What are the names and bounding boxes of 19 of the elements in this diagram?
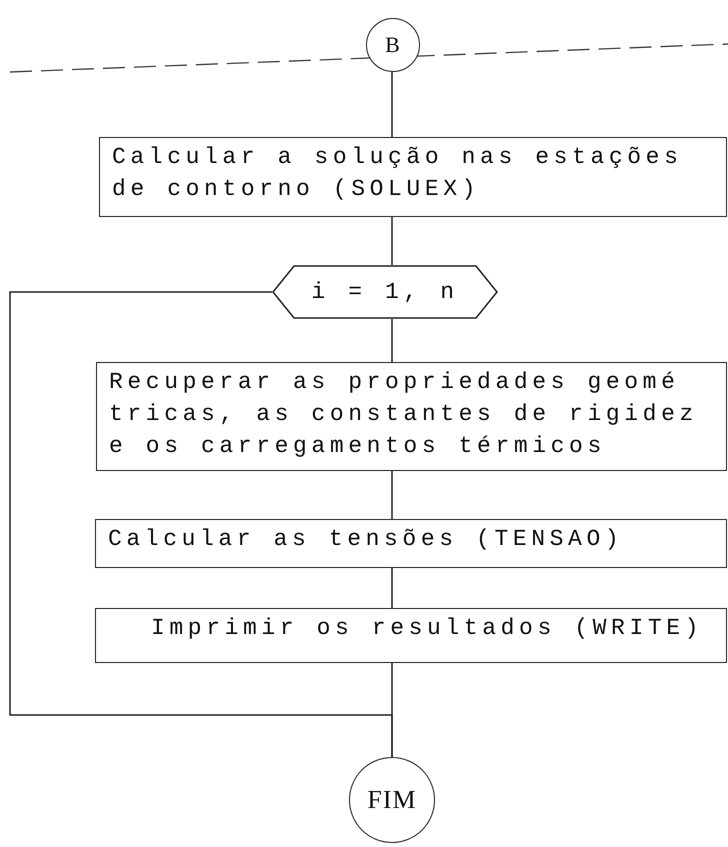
process-box [99, 137, 727, 217]
connector-circle [366, 18, 420, 72]
connector-line [391, 72, 393, 137]
process-box [96, 362, 727, 471]
connector-line [391, 217, 393, 265]
node-text: i = 1, n [311, 278, 459, 307]
node-text: Imprimir os resultados (WRITE) [151, 615, 704, 641]
node-text: Calcular as tensões (TENSAO) [108, 526, 624, 552]
node-text: B [385, 31, 401, 59]
connector-line [391, 568, 393, 608]
loop-hexagon [272, 265, 498, 319]
connector-line [391, 471, 393, 519]
node-text: Calcular a solução nas estações de contorno (SOLUEX) [112, 144, 682, 202]
connector-line [9, 291, 393, 757]
node-text: FIM [367, 784, 417, 816]
connector-line [391, 319, 393, 362]
process-box [95, 608, 727, 663]
node-text: Recuperar as propriedades geomé tricas, as constantes de rigidez e os carregamentos térmicos [109, 369, 698, 459]
process-box [95, 519, 727, 568]
